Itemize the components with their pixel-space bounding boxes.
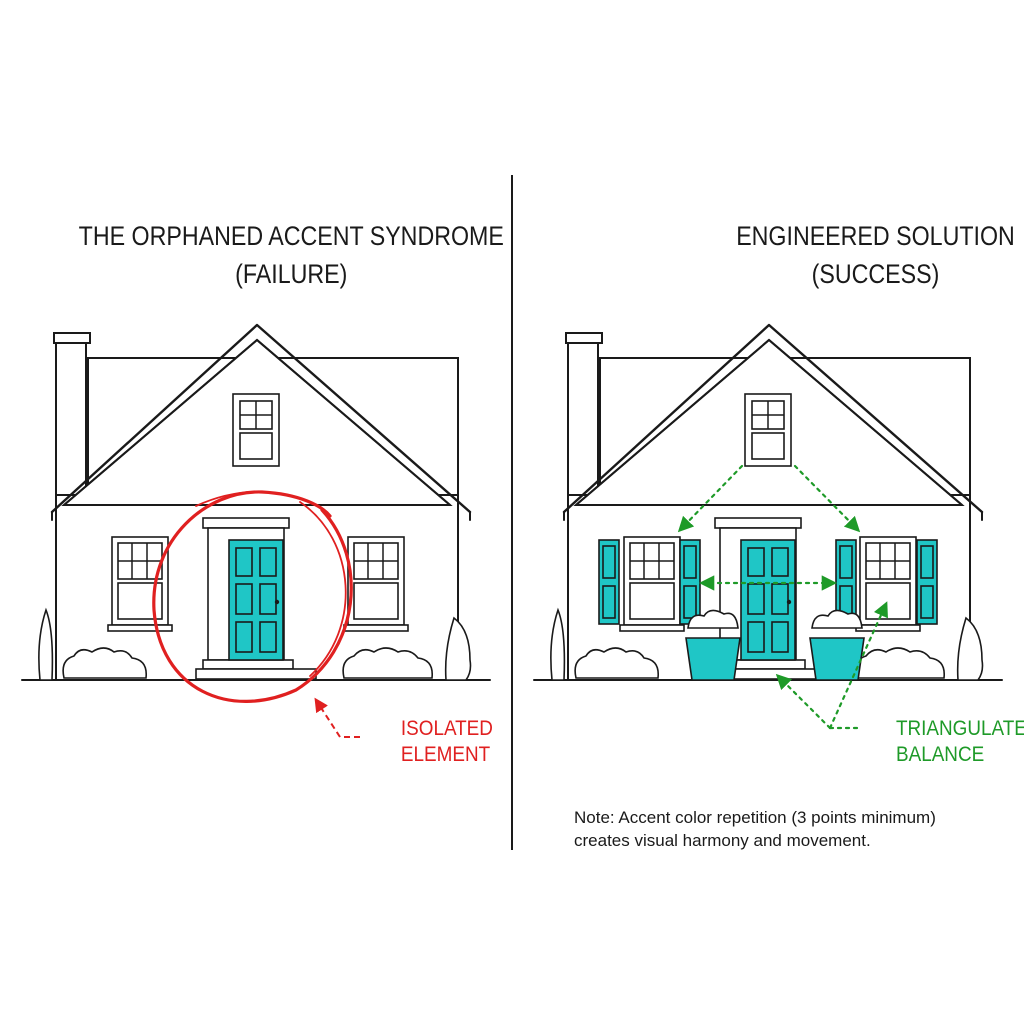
triangulation-arrows: [677, 464, 888, 730]
right-title-line1: ENGINEERED SOLUTION: [736, 221, 1015, 251]
triangulated-label-line2: BALANCE: [896, 743, 984, 766]
teal-shutter-right-outer: [916, 539, 938, 625]
left-title-line2: (FAILURE): [235, 259, 347, 289]
isolation-pointer-arrow: [314, 697, 360, 738]
isolation-circle-marker: [152, 490, 353, 704]
left-title-line1: THE ORPHANED ACCENT SYNDROME: [79, 221, 504, 251]
teal-planter-right: [809, 609, 865, 681]
teal-shutter-left-outer: [598, 539, 620, 625]
right-panel: ENGINEERED SOLUTION (SUCCESS): [532, 221, 1024, 850]
note-line1: Note: Accent color repetition (3 points …: [574, 808, 936, 827]
teal-shutter-left-inner: [679, 539, 701, 625]
teal-front-door-right: [740, 539, 796, 661]
isolated-label-line2: ELEMENT: [401, 743, 490, 766]
teal-front-door: [228, 539, 284, 661]
left-panel: THE ORPHANED ACCENT SYNDROME (FAILURE) I…: [20, 221, 504, 766]
triangulated-label-line1: TRIANGULATED: [896, 717, 1024, 740]
right-title-line2: (SUCCESS): [812, 259, 940, 289]
success-house-illustration: [532, 323, 1004, 682]
isolated-label-line1: ISOLATED: [401, 717, 493, 740]
teal-planter-left: [685, 609, 741, 681]
note-line2: creates visual harmony and movement.: [574, 831, 871, 850]
failure-house-illustration: [20, 323, 492, 682]
